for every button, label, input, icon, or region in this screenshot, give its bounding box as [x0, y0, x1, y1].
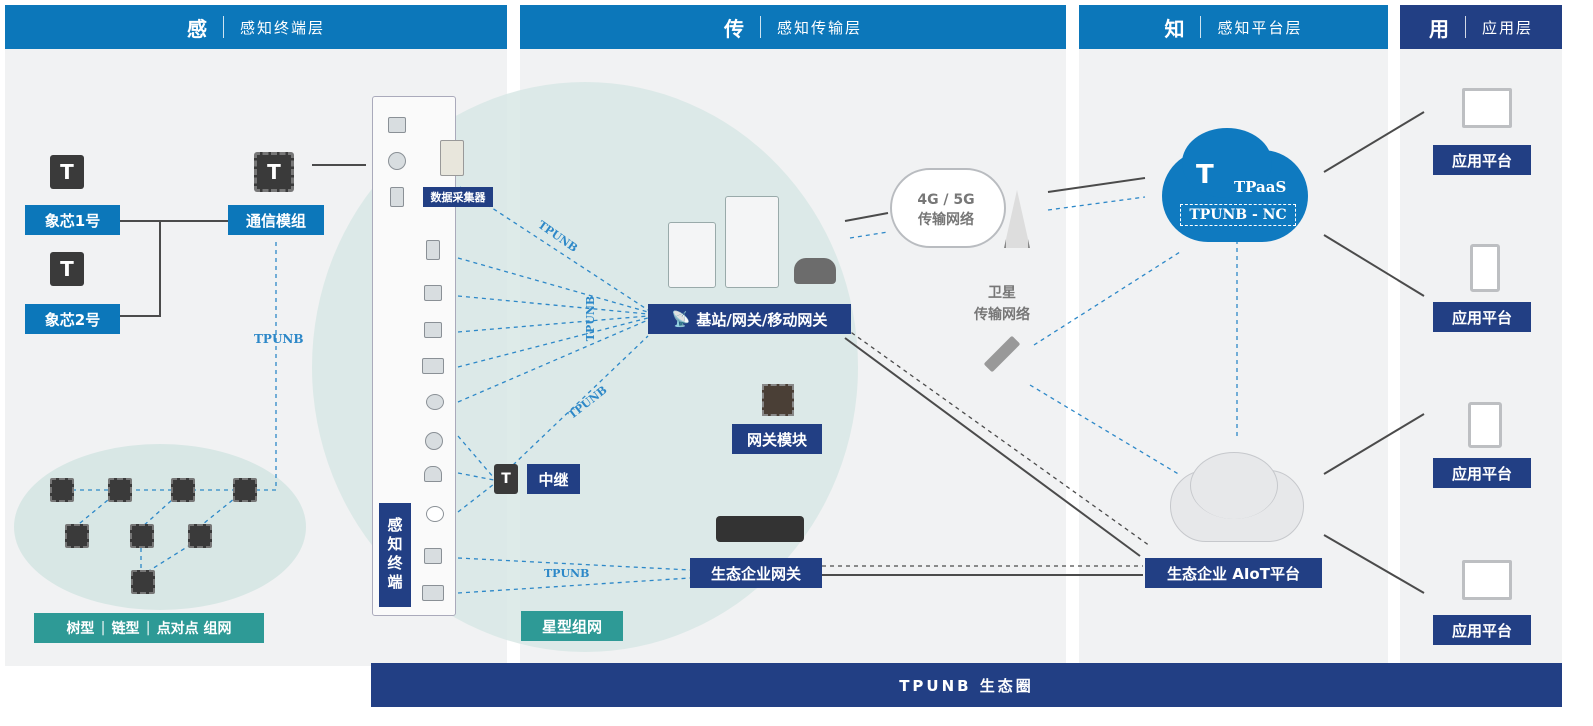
tpunb-link-label: TPUNB [544, 567, 590, 580]
mesh-chip [130, 524, 154, 548]
cellular-network-label: 4G / 5G 传输网络 [917, 192, 975, 228]
data-collector-label: 数据采集器 [423, 187, 493, 207]
tablet-icon [1468, 402, 1502, 448]
base-station-icon [668, 222, 716, 288]
comm-module-icon: T [254, 152, 294, 192]
chip2-label: 象芯2号 [25, 304, 120, 334]
mesh-chip [233, 478, 257, 502]
gateway-module-label: 网关模块 [732, 424, 822, 454]
tpaas-brand: TPaaS [1234, 178, 1287, 196]
sensor-device-icon [422, 358, 444, 374]
mesh-chip [50, 478, 74, 502]
sensor-device-icon [424, 548, 442, 564]
header-platform: 知感知平台层 [1079, 5, 1388, 49]
eco-gateway-label: 生态企业网关 [690, 558, 822, 588]
tpunb-link-label: TPUNB [584, 295, 598, 342]
mesh-chip [108, 478, 132, 502]
star-network-label: 星型组网 [521, 611, 623, 641]
relay-label: 中继 [527, 464, 580, 494]
sensor-device-icon [390, 187, 404, 207]
app-platform-label: 应用平台 [1433, 302, 1531, 332]
comm-module-label: 通信模组 [228, 205, 324, 235]
sensor-device-icon [424, 322, 442, 338]
sensor-device-icon [422, 585, 444, 601]
monitor-icon [1462, 560, 1512, 600]
header-application: 用应用层 [1400, 5, 1562, 49]
app-platform-label: 应用平台 [1433, 145, 1531, 175]
gateway-module-icon [762, 384, 794, 416]
mesh-chip [188, 524, 212, 548]
satellite-network-label: 卫星 传输网络 [974, 285, 1030, 323]
sensor-device-icon [388, 152, 406, 170]
relay-icon: T [494, 464, 518, 494]
mesh-chip [65, 524, 89, 548]
data-collector-icon [440, 140, 464, 176]
eco-platform-label: 生态企业 AIoT平台 [1145, 558, 1322, 588]
app-platform-label: 应用平台 [1433, 615, 1531, 645]
router-icon [716, 516, 804, 542]
sensor-device-icon [424, 285, 442, 301]
topology-label: 树型|链型|点对点 组网 [34, 613, 264, 643]
mesh-network-ellipse [14, 444, 306, 610]
sensor-device-icon [426, 394, 444, 410]
mesh-chip [171, 478, 195, 502]
gateway-icon [725, 196, 779, 288]
sensor-device-icon [425, 432, 443, 450]
app-platform-label: 应用平台 [1433, 458, 1531, 488]
sensor-device-icon [426, 240, 440, 260]
sensor-device-icon [426, 506, 444, 522]
terminal-label: 感知终端 [379, 503, 411, 607]
cellular-cloud-icon [890, 168, 1006, 248]
sensor-device-icon [388, 117, 406, 133]
mesh-chip [131, 570, 155, 594]
tpaas-logo-icon: T [1196, 160, 1214, 190]
sensor-device-icon [424, 466, 442, 482]
tpunb-vertical-label: TPUNB [254, 332, 304, 346]
chip1-icon: T [50, 155, 84, 189]
tower-icon: 📡 [671, 310, 691, 328]
tpaas-cloud-top [1182, 128, 1272, 198]
header-sensing: 感感知终端层 [5, 5, 507, 49]
monitor-icon [1462, 88, 1512, 128]
chip2-icon: T [50, 252, 84, 286]
mobile-gateway-icon [794, 258, 836, 284]
header-transmission: 传感知传输层 [520, 5, 1066, 49]
chip1-label: 象芯1号 [25, 205, 120, 235]
phone-icon [1470, 244, 1500, 292]
footer-ecosystem-bar: TPUNB 生态圈 [371, 663, 1562, 707]
aiot-cloud-top [1190, 452, 1278, 519]
base-station-label: 📡基站/网关/移动网关 [648, 304, 851, 334]
tpunb-nc-label: TPUNB - NC [1180, 204, 1296, 226]
